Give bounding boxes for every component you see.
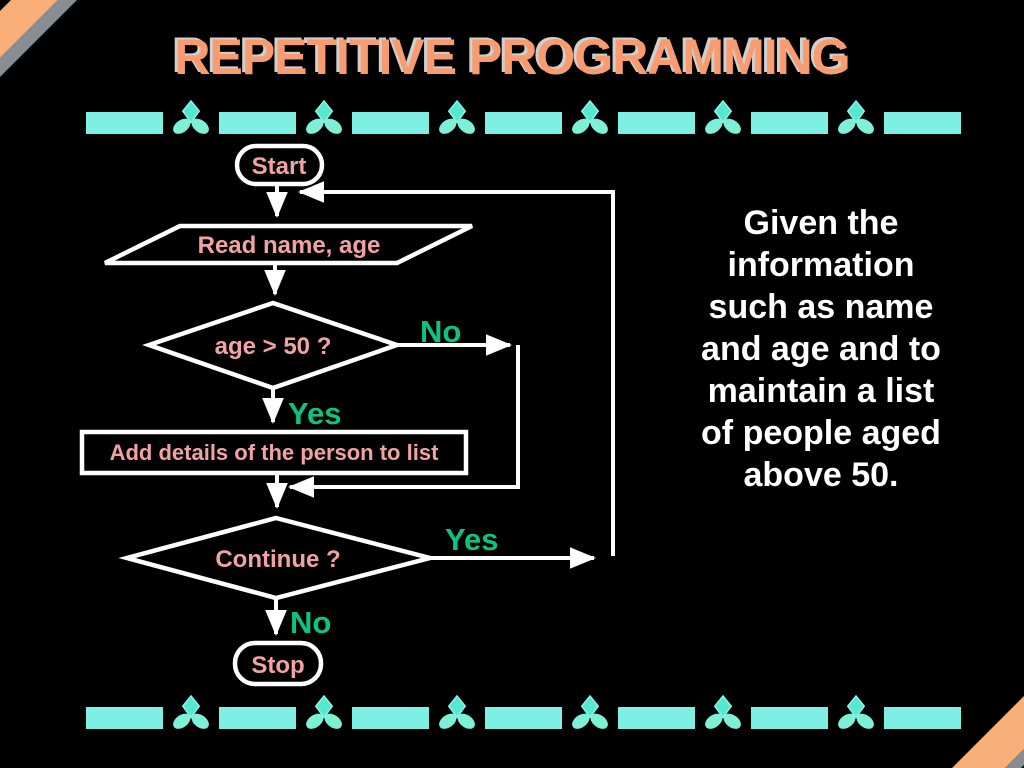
description-line: maintain a list [707, 372, 935, 410]
border-dash [883, 707, 961, 729]
top-decorative-border [82, 100, 964, 135]
border-dash [351, 707, 429, 729]
description-line: and age and to [701, 330, 941, 368]
start-node [234, 143, 325, 187]
border-dash [750, 112, 828, 134]
description-line: above 50. [743, 456, 899, 494]
border-dash [750, 707, 828, 729]
continue-decision-label: Continue ? [215, 546, 340, 573]
age-yes-label: Yes [288, 396, 341, 431]
border-dash [484, 112, 562, 134]
read-input-label: Read name, age [198, 232, 381, 259]
bottom-decorative-border [82, 695, 964, 730]
corner-ribbon-top-left [0, 0, 77, 77]
border-dash [218, 112, 296, 134]
description-line: such as name [708, 288, 934, 326]
age-no-label: No [420, 314, 461, 349]
stop-label: Stop [251, 652, 304, 679]
description-text: Given the information such as name and a… [660, 202, 982, 496]
continue-no-label: No [290, 605, 331, 640]
slide-title: REPETITIVE PROGRAMMING [174, 29, 850, 85]
add-process-node [79, 429, 469, 476]
stop-node [232, 640, 324, 687]
description-line: information [727, 246, 915, 284]
border-dash [351, 112, 429, 134]
border-dash [85, 112, 163, 134]
border-dash [883, 112, 961, 134]
border-dash [85, 707, 163, 729]
description-line: Given the [743, 204, 899, 242]
age-no-branch-join-arrow [288, 345, 520, 498]
continue-decision-node [118, 515, 439, 601]
age-decision-node [142, 300, 404, 391]
start-label: Start [252, 153, 307, 180]
border-dash [218, 707, 296, 729]
read-input-node [104, 223, 473, 266]
border-dash [617, 707, 695, 729]
corner-ribbon-bottom-right [952, 696, 1024, 768]
loopback-arrow [298, 181, 615, 556]
age-decision-label: age > 50 ? [215, 333, 332, 360]
description-line: of people aged [701, 414, 941, 452]
border-dash [484, 707, 562, 729]
add-process-label: Add details of the person to list [110, 440, 439, 465]
border-dash [617, 112, 695, 134]
continue-yes-label: Yes [445, 522, 498, 557]
